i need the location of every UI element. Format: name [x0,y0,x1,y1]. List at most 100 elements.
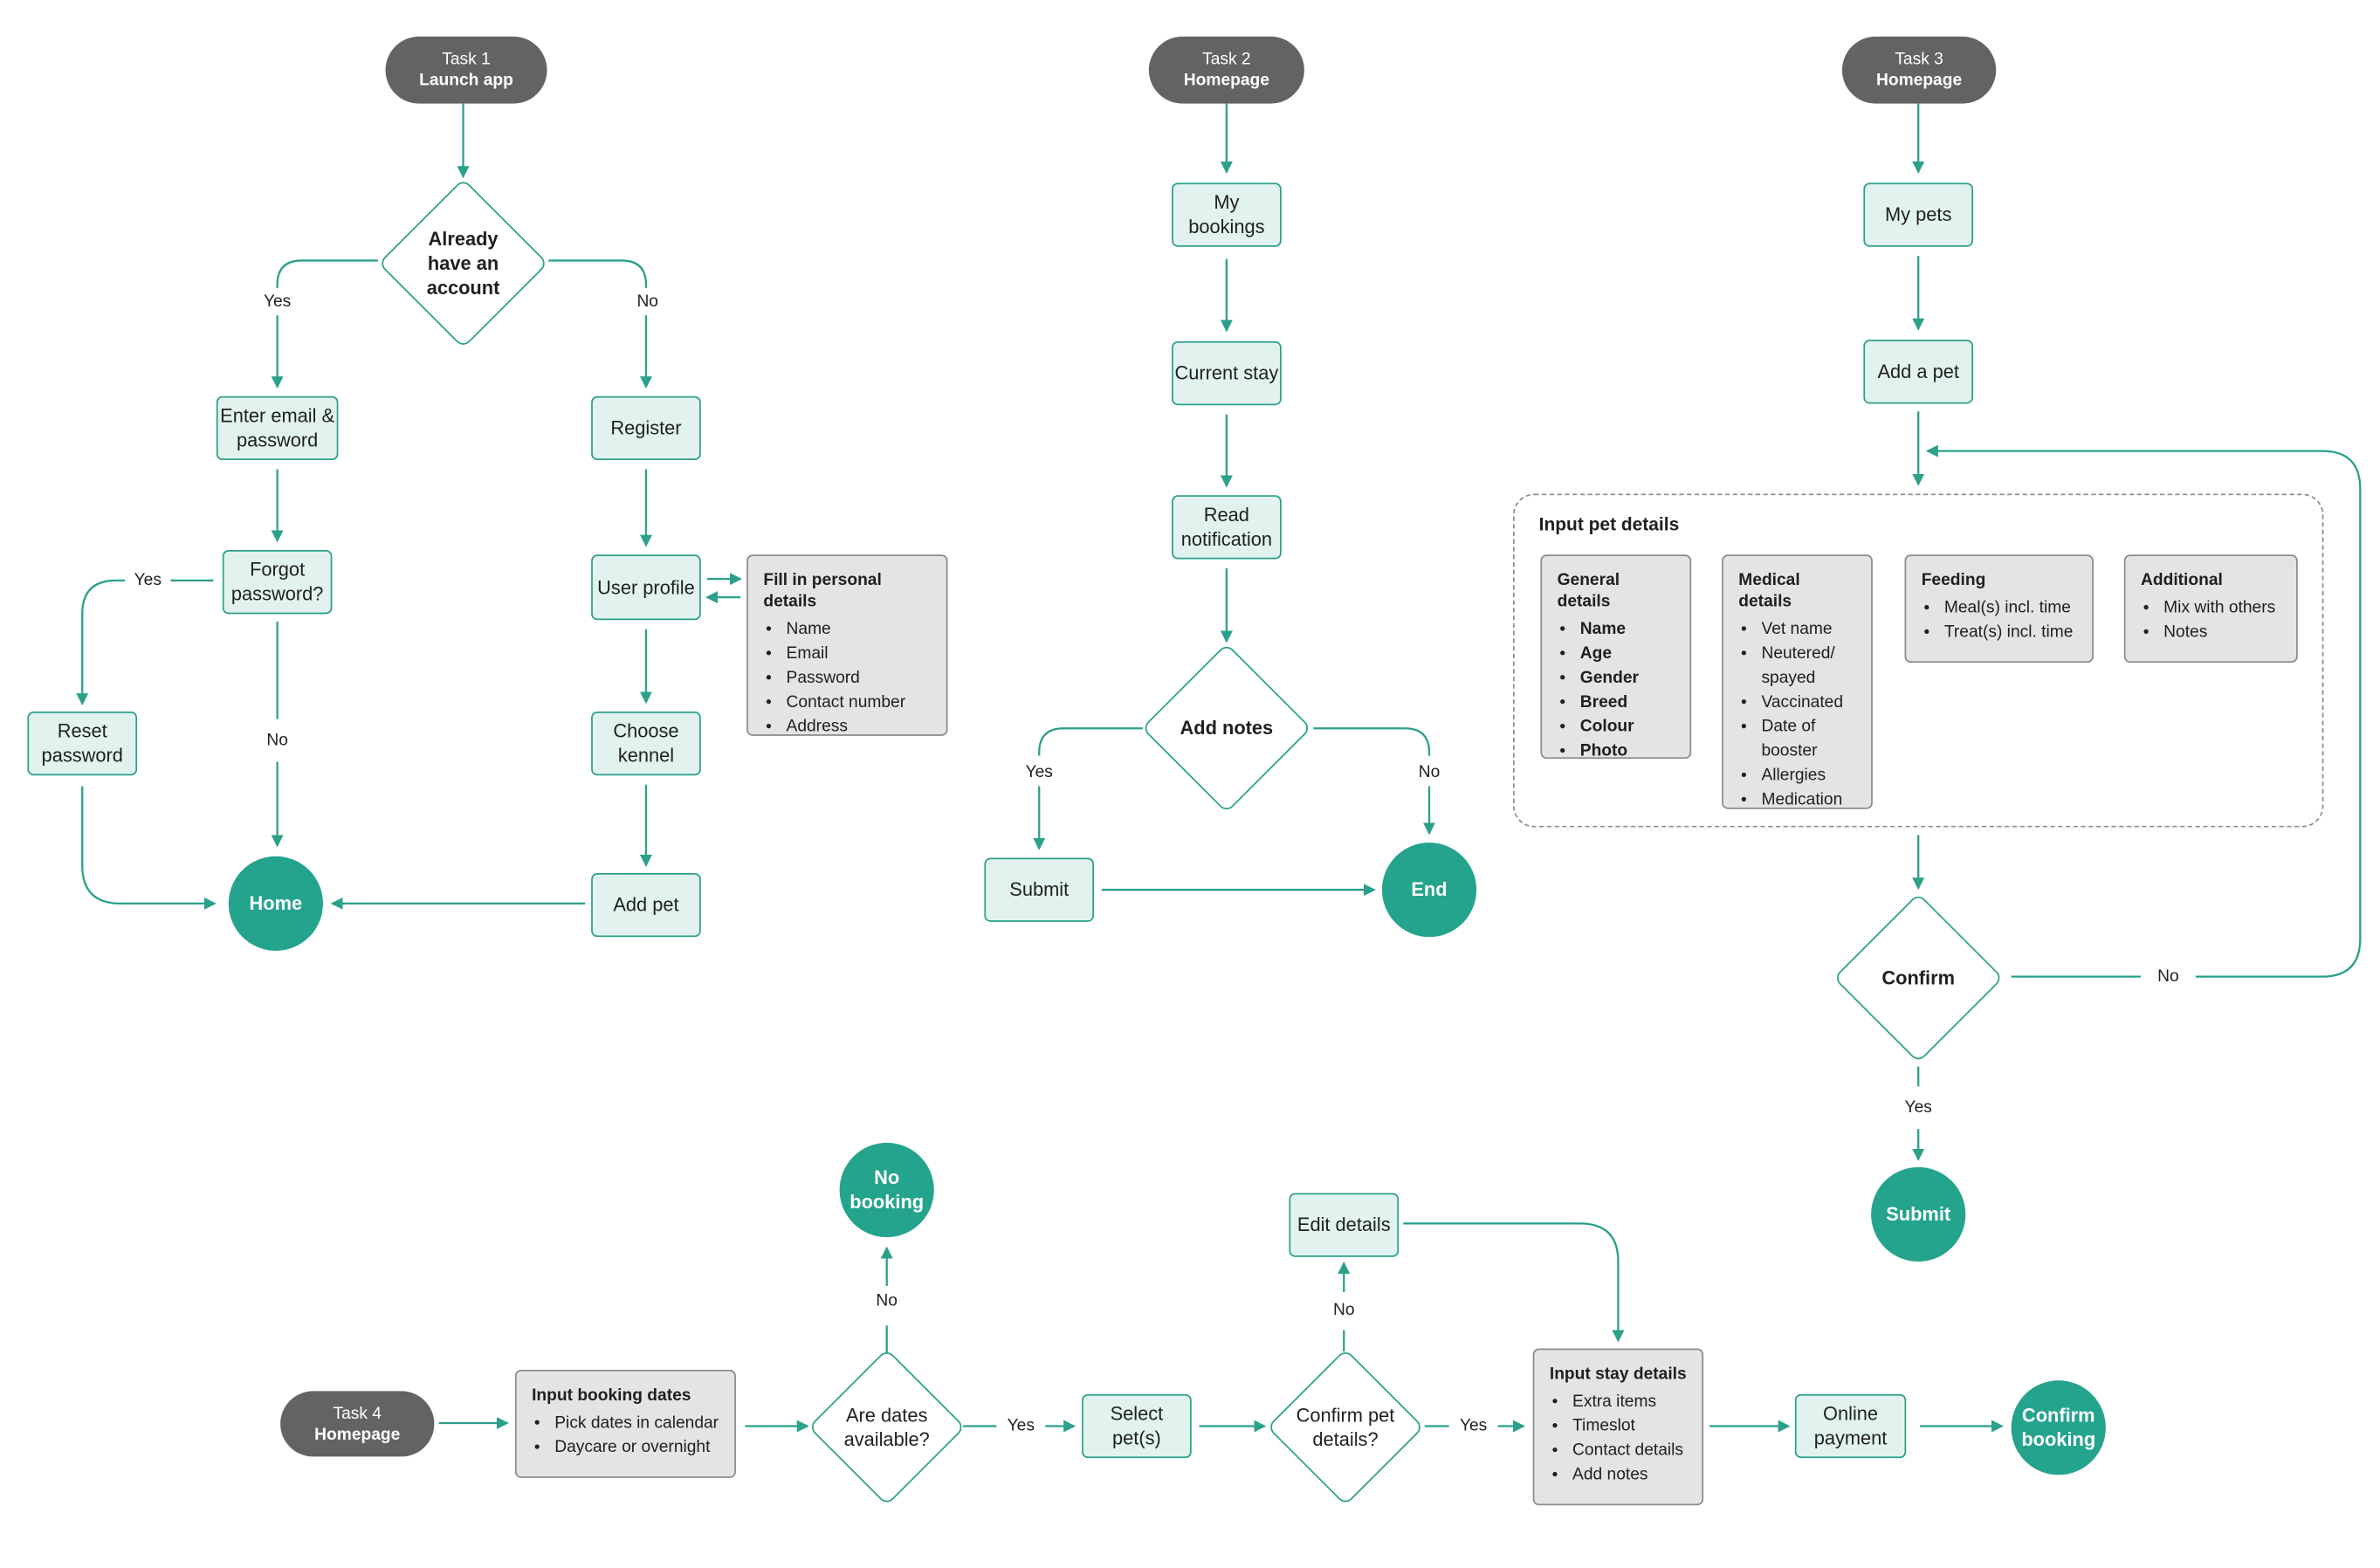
general-details-note: General details Name Age Gender Breed Co… [1540,554,1692,760]
note-item: Breed [1580,691,1675,715]
decision-add-notes: Add notes [1141,643,1312,814]
stay-details-note: Input stay details Extra items Timeslot … [1532,1348,1704,1506]
decision-label: Add notes [1180,717,1274,739]
read-notification-node: Read notification [1172,495,1282,560]
select-pets-node: Select pet(s) [1082,1393,1192,1459]
note-item: Age [1580,642,1675,666]
note-title: Fill in personal details [763,571,882,611]
note-item: Colour [1580,714,1675,739]
choose-kennel-node: Choose kennel [591,712,701,776]
decision-confirm-pet-details: Confirm pet details? [1266,1348,1425,1507]
note-item: Pick dates in calendar [554,1411,719,1435]
online-payment-node: Online payment [1794,1393,1907,1459]
task-title: Homepage [1183,72,1269,90]
confirm-booking-terminal: Confirm booking [2011,1380,2106,1475]
note-item: Date of booster [1761,714,1855,763]
note-item: Name [1580,617,1675,642]
edge-label-yes: Yes [131,571,165,590]
decision-label: Confirm [1881,967,1956,989]
note-title: Medical details [1738,571,1800,611]
reset-password-node: Reset password [27,712,138,776]
note-item: Notes [2163,620,2280,644]
note-title: General details [1557,571,1620,611]
user-profile-node: User profile [591,554,701,621]
my-pets-node: My pets [1863,182,1974,247]
task-title: Homepage [314,1425,401,1444]
note-item: Vet name [1761,617,1855,642]
edge-label-yes: Yes [1004,1417,1038,1435]
note-item: Daycare or overnight [554,1435,719,1460]
home-terminal: Home [228,856,323,952]
add-pet-node: Add pet [591,872,701,938]
decision-label: Are dates available? [843,1405,930,1451]
decision-label: Confirm pet details? [1296,1405,1395,1451]
end-terminal: End [1381,842,1477,938]
decision-label: Already have an account [426,228,500,299]
enter-email-password-node: Enter email & password [216,395,339,461]
note-item: Gender [1580,666,1675,691]
edge-label-no: No [2154,967,2183,987]
note-item: Contact details [1572,1438,1687,1462]
no-booking-terminal: No booking [839,1142,934,1238]
my-bookings-node: My bookings [1172,182,1282,247]
submit-node: Submit [984,857,1095,922]
edge-label-no: No [872,1291,901,1310]
task2-start-pill: Task 2 Homepage [1148,36,1304,104]
note-item: Vaccinated [1761,691,1855,715]
note-item: Password [787,666,932,691]
edge-label-yes: Yes [1022,763,1056,782]
add-a-pet-node: Add a pet [1863,340,1974,404]
task-number: Task 3 [1895,50,1943,69]
personal-details-note: Fill in personal details Name Email Pass… [746,554,948,739]
edge-label-no: No [633,292,662,312]
submit-terminal: Submit [1871,1166,1966,1262]
decision-dates-available: Are dates available? [808,1348,966,1507]
current-stay-node: Current stay [1172,340,1282,406]
note-item: Extra items [1572,1390,1687,1414]
edge-label-no: No [263,731,292,750]
booking-dates-note: Input booking dates Pick dates in calend… [514,1369,736,1478]
additional-note: Additional Mix with others Notes [2123,554,2298,664]
note-item: Address [787,714,932,739]
note-item: Neutered/ spayed [1761,642,1855,691]
note-item: Email [787,642,932,666]
note-item: Meal(s) incl. time [1944,595,2077,620]
register-node: Register [591,395,701,461]
task-number: Task 1 [442,50,491,69]
input-pet-details-group: Input pet details [1512,493,2324,828]
edge-label-yes: Yes [1456,1417,1490,1435]
note-title: Additional [2141,571,2223,590]
note-item: Timeslot [1572,1414,1687,1439]
task1-start-pill: Task 1 Launch app [385,36,547,104]
note-title: Input booking dates [532,1386,691,1406]
note-item: Allergies [1761,763,1855,787]
decision-already-have-account: Already have an account [377,178,549,349]
note-item: Name [787,617,932,642]
note-item: Treat(s) incl. time [1944,620,2077,644]
note-item: Photo [1580,739,1675,763]
feeding-note: Feeding Meal(s) incl. time Treat(s) incl… [1904,554,2094,664]
task-title: Launch app [419,72,513,90]
task-number: Task 2 [1202,50,1251,69]
task-number: Task 4 [333,1404,382,1423]
decision-confirm: Confirm [1833,892,2004,1064]
note-item: Add notes [1572,1462,1687,1487]
group-title: Input pet details [1538,513,1680,535]
edge-label-yes: Yes [1902,1098,1936,1118]
edge-label-no: No [1330,1301,1359,1320]
edit-details-node: Edit details [1289,1193,1400,1257]
note-item: Medication [1761,787,1855,812]
note-item: Mix with others [2163,595,2280,620]
medical-details-note: Medical details Vet name Neutered/ spaye… [1722,554,1873,809]
forgot-password-node: Forgot password? [222,550,333,615]
note-item: Contact number [787,691,932,715]
note-title: Input stay details [1549,1365,1687,1384]
edge-label-yes: Yes [260,292,294,312]
note-title: Feeding [1921,571,1986,590]
edge-label-no: No [1415,763,1443,782]
task-title: Homepage [1875,72,1963,90]
task4-start-pill: Task 4 Homepage [280,1391,435,1457]
task3-start-pill: Task 3 Homepage [1841,36,1997,104]
